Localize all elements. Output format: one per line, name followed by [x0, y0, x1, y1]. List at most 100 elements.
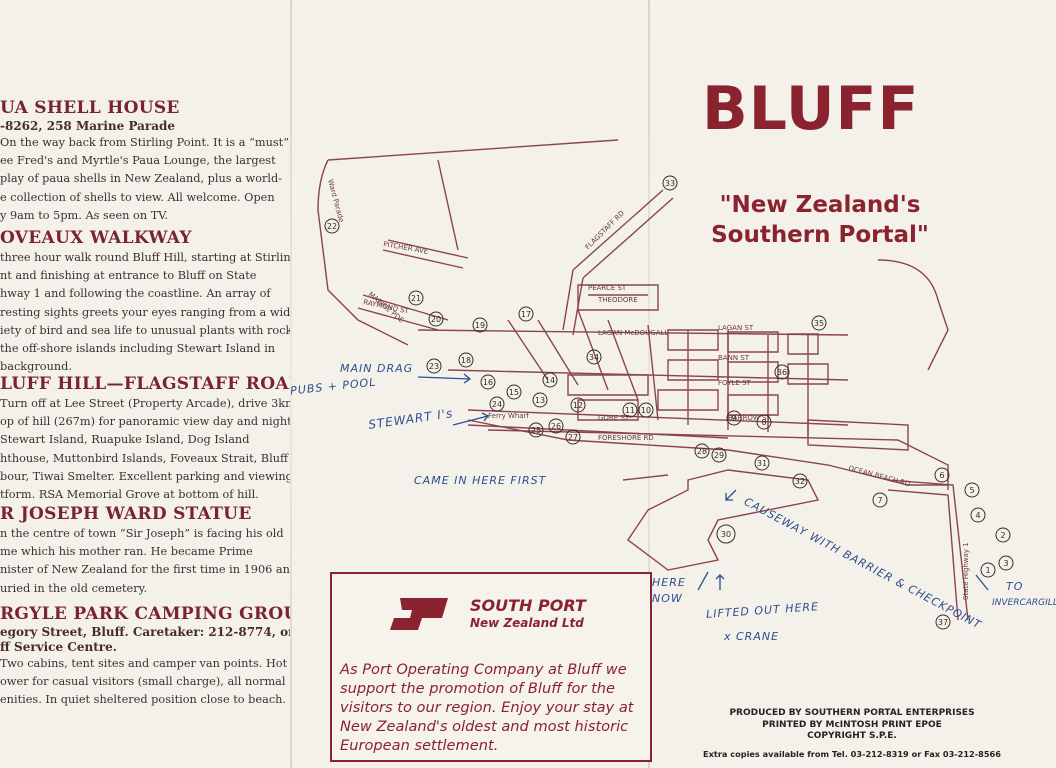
svg-text:8: 8: [761, 418, 766, 427]
section-line: op of hill (267m) for panoramic view day…: [0, 415, 290, 429]
map-marker[interactable]: 23: [426, 358, 442, 374]
note-to: TO: [1006, 580, 1024, 593]
ad-text: As Port Operating Company at Bluff we su…: [340, 660, 646, 755]
map-marker[interactable]: 5: [964, 482, 980, 498]
map-roads: [317, 139, 969, 621]
section-line: nt and finishing at entrance to Bluff on…: [0, 269, 257, 283]
section-title: UA SHELL HOUSE: [0, 98, 180, 118]
ad-line: As Port Operating Company at Bluff we: [340, 661, 627, 678]
street-label: GORE ST: [598, 414, 630, 422]
svg-text:13: 13: [535, 396, 545, 405]
street-label: Ferry Wharf: [488, 412, 529, 420]
map-marker[interactable]: 25: [528, 422, 544, 438]
map-marker[interactable]: 8: [756, 414, 772, 430]
note-invercargill: INVERCARGILL: [992, 598, 1056, 608]
map-marker[interactable]: 1: [980, 562, 996, 578]
map-marker[interactable]: 11: [622, 402, 638, 418]
map-marker[interactable]: 22: [324, 218, 340, 234]
tagline-line: "New Zealand's: [719, 192, 921, 218]
section-title: RGYLE PARK CAMPING GROUND: [0, 604, 290, 624]
tagline: "New Zealand's Southern Portal": [690, 190, 950, 250]
map-marker[interactable]: 33: [662, 175, 678, 191]
svg-text:22: 22: [327, 222, 337, 231]
section-line: tform. RSA Memorial Grove at bottom of h…: [0, 488, 259, 502]
svg-text:30: 30: [721, 530, 731, 539]
map-marker[interactable]: 29: [711, 447, 727, 463]
credit-line: PRODUCED BY SOUTHERN PORTAL ENTERPRISES: [729, 708, 975, 718]
map-marker[interactable]: 27: [565, 429, 581, 445]
section-title: R JOSEPH WARD STATUE: [0, 504, 252, 524]
annotation-arrows: [417, 373, 989, 591]
map-marker[interactable]: 17: [518, 306, 534, 322]
section-line: nister of New Zealand for the first time…: [0, 563, 290, 577]
svg-text:35: 35: [814, 319, 824, 328]
section-subtitle: egory Street, Bluff. Caretaker: 212-8774…: [0, 625, 290, 639]
map-marker[interactable]: 24: [489, 396, 505, 412]
svg-text:36: 36: [777, 368, 787, 377]
section-line: ower for casual visitors (small charge),…: [0, 675, 286, 689]
map-marker[interactable]: 6: [934, 467, 950, 483]
map-marker[interactable]: 30: [716, 524, 736, 544]
section-line: n the centre of town “Sir Joseph” is fac…: [0, 527, 284, 540]
section-bluff-hill: LUFF HILL—FLAGSTAFF ROAD Turn off at Lee…: [0, 374, 290, 503]
map-marker[interactable]: 35: [811, 315, 827, 331]
street-label: Ward Parade: [326, 178, 345, 223]
map-marker[interactable]: 19: [472, 317, 488, 333]
svg-text:24: 24: [492, 400, 502, 409]
ad-company-sub: New Zealand Ltd: [470, 616, 584, 630]
section-argyle-park: RGYLE PARK CAMPING GROUND egory Street, …: [0, 604, 290, 709]
page-fold: [290, 0, 292, 768]
map-marker[interactable]: 9: [726, 410, 742, 426]
ad-line: European settlement.: [340, 737, 499, 754]
svg-text:26: 26: [551, 422, 561, 431]
map-marker[interactable]: 21: [408, 290, 424, 306]
ad-line: New Zealand's oldest and most historic: [340, 718, 629, 735]
map-marker[interactable]: 2: [995, 527, 1011, 543]
map-marker[interactable]: 34: [586, 349, 602, 365]
section-line: ee Fred's and Myrtle's Paua Lounge, the …: [0, 154, 276, 168]
note-crane: x CRANE: [724, 630, 780, 643]
map-marker[interactable]: 26: [548, 418, 564, 434]
section-line: three hour walk round Bluff Hill, starti…: [0, 251, 290, 264]
tagline-line: Southern Portal": [711, 222, 929, 248]
svg-text:10: 10: [641, 406, 651, 415]
map-marker[interactable]: 20: [428, 311, 444, 327]
section-line: hthouse, Muttonbird Islands, Foveaux Str…: [0, 451, 289, 465]
section-line: Stewart Island, Ruapuke Island, Dog Isla…: [0, 433, 250, 447]
southport-logo-icon: [390, 598, 448, 630]
map-marker[interactable]: 37: [935, 614, 951, 630]
section-line: hway 1 and following the coastline. An a…: [0, 287, 271, 301]
svg-text:18: 18: [461, 356, 471, 365]
street-label: BANN ST: [718, 354, 750, 362]
svg-text:11: 11: [625, 406, 635, 415]
svg-text:19: 19: [475, 321, 485, 330]
map-marker[interactable]: 13: [532, 392, 548, 408]
map-marker[interactable]: 32: [792, 473, 808, 489]
credit-line: PRINTED BY McINTOSH PRINT EPOE: [762, 719, 942, 730]
section-line: y 9am to 5pm. As seen on TV.: [0, 208, 169, 222]
map-marker[interactable]: 36: [774, 364, 790, 380]
section-joseph-ward: R JOSEPH WARD STATUE n the centre of tow…: [0, 504, 290, 597]
svg-text:3: 3: [1003, 559, 1008, 568]
section-foveaux-walkway: OVEAUX WALKWAY three hour walk round Blu…: [0, 228, 290, 375]
map-marker[interactable]: 7: [872, 492, 888, 508]
section-title: OVEAUX WALKWAY: [0, 228, 192, 248]
map-marker[interactable]: 16: [480, 374, 496, 390]
street-label: PITCHER AVE: [383, 240, 429, 256]
map-marker[interactable]: 31: [754, 455, 770, 471]
map-marker[interactable]: 3: [998, 555, 1014, 571]
section-subtitle: -8262, 258 Marine Parade: [0, 119, 176, 133]
map-marker[interactable]: 14: [542, 372, 558, 388]
map-marker[interactable]: 18: [458, 352, 474, 368]
map-marker[interactable]: 28: [694, 443, 710, 459]
section-line: uried in the old cemetery.: [0, 581, 148, 595]
section-line: Turn off at Lee Street (Property Arcade)…: [0, 397, 290, 410]
credit-line: COPYRIGHT S.P.E.: [807, 731, 897, 741]
section-line: the off-shore islands including Stewart …: [0, 342, 276, 356]
map-marker[interactable]: 4: [970, 507, 986, 523]
map-marker[interactable]: 10: [638, 402, 654, 418]
svg-text:5: 5: [969, 486, 974, 495]
svg-text:25: 25: [531, 426, 541, 435]
map-marker[interactable]: 15: [506, 384, 522, 400]
map-marker[interactable]: 12: [570, 397, 586, 413]
